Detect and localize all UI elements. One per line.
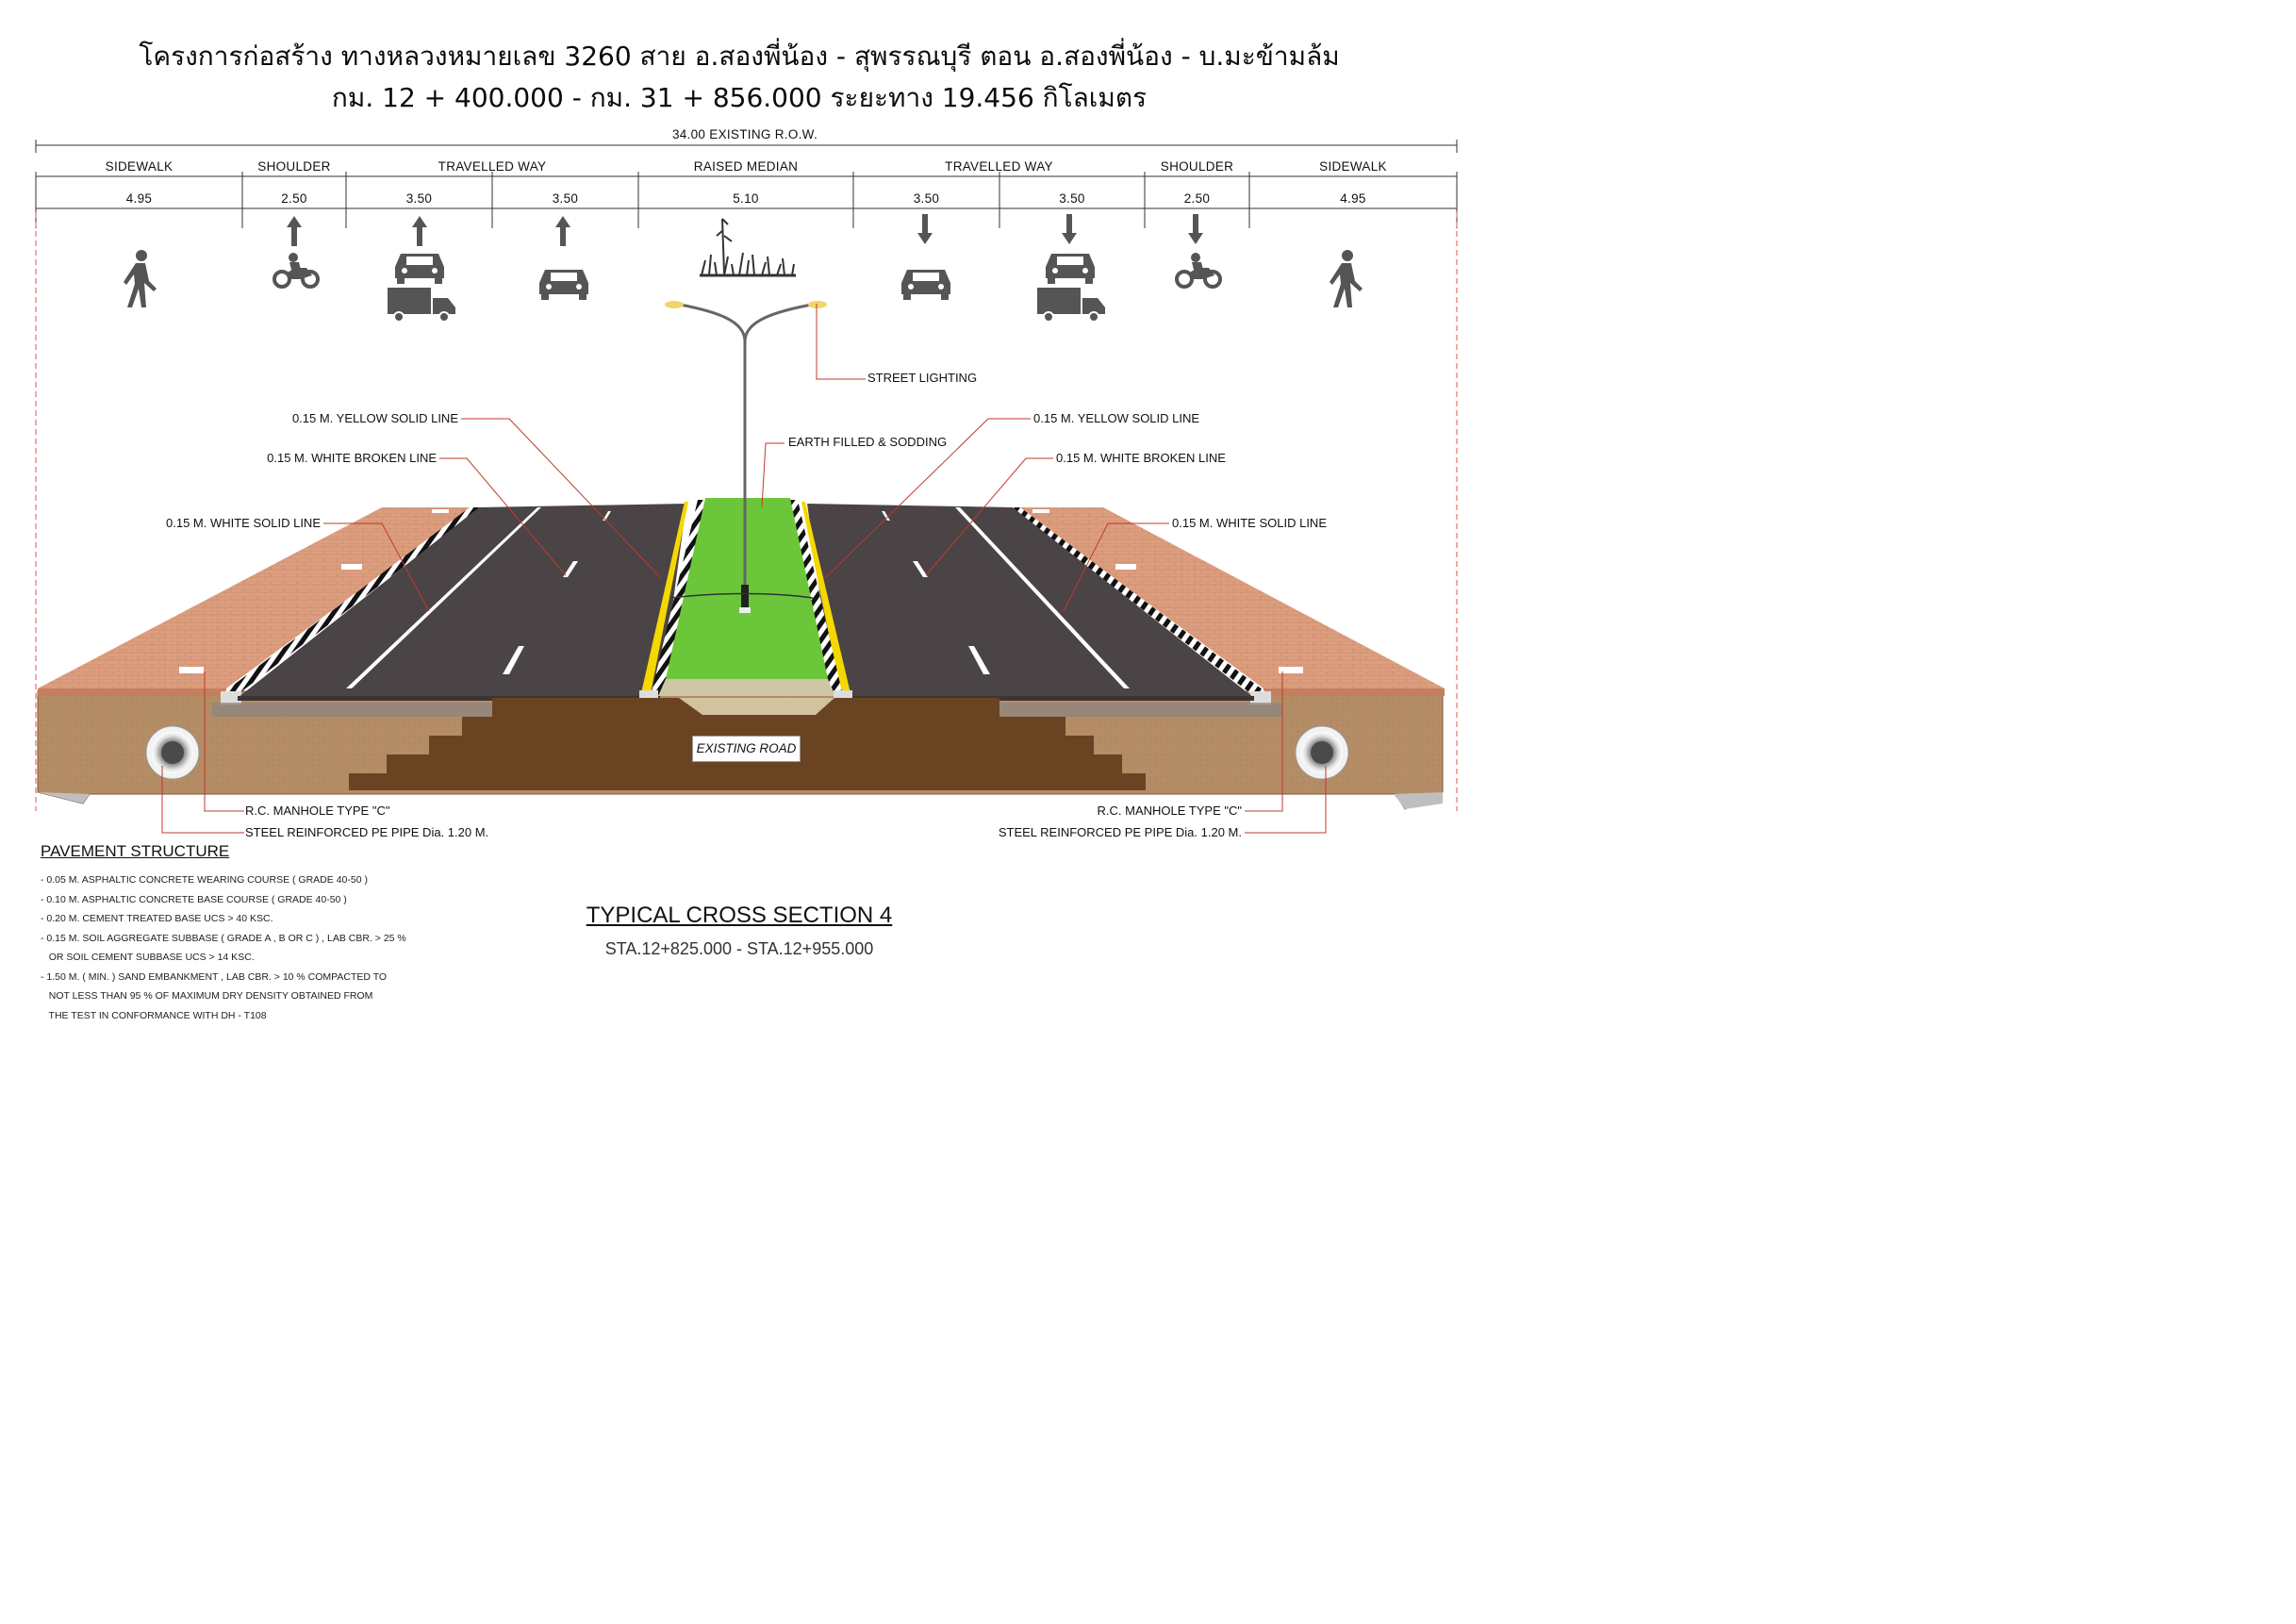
component-label: TRAVELLED WAY [438, 159, 547, 174]
width-label: 3.50 [406, 191, 432, 206]
pavement-layer: - 0.10 M. ASPHALTIC CONCRETE BASE COURSE… [41, 893, 347, 905]
arrow-up-icon [287, 216, 302, 246]
pipe-right [1295, 725, 1349, 780]
manhole-left-label: R.C. MANHOLE TYPE "C" [245, 804, 390, 818]
row-dimension: 34.00 EXISTING R.O.W. [35, 127, 1458, 153]
arrow-down-icon [1188, 214, 1203, 244]
pavement-layer: - 0.05 M. ASPHALTIC CONCRETE WEARING COU… [41, 874, 368, 886]
earth-filled-label: EARTH FILLED & SODDING [788, 435, 947, 449]
pavement-structure-title: PAVEMENT STRUCTURE [41, 842, 230, 860]
cross-section-diagram: 34.00 EXISTING R.O.W. SIDEWALK SHOULDER TR… [35, 127, 1458, 839]
width-label: 3.50 [553, 191, 578, 206]
white-broken-right-label: 0.15 M. WHITE BROKEN LINE [1056, 451, 1226, 465]
width-label: 3.50 [914, 191, 939, 206]
arrow-up-icon [412, 216, 427, 246]
component-header: SIDEWALK SHOULDER TRAVELLED WAY RAISED MEDI… [35, 159, 1458, 228]
truck-icon [388, 288, 455, 323]
white-solid-left-label: 0.15 M. WHITE SOLID LINE [166, 516, 321, 530]
street-lighting-label: STREET LIGHTING [867, 371, 977, 385]
pipe-left-label: STEEL REINFORCED PE PIPE Dia. 1.20 M. [245, 825, 488, 839]
width-label: 2.50 [1184, 191, 1210, 206]
section-station: STA.12+825.000 - STA.12+955.000 [604, 939, 874, 958]
car-icon [395, 254, 444, 284]
motorcycle-icon [273, 253, 320, 289]
pipe-right-label: STEEL REINFORCED PE PIPE Dia. 1.20 M. [999, 825, 1242, 839]
pavement-layer: THE TEST IN CONFORMANCE WITH DH - T108 [41, 1009, 267, 1021]
lane-icons [124, 214, 1363, 323]
white-broken-left-label: 0.15 M. WHITE BROKEN LINE [267, 451, 437, 465]
manhole-right-label: R.C. MANHOLE TYPE "C" [1098, 804, 1243, 818]
callout-lines [161, 304, 1327, 834]
road-model [37, 301, 1445, 810]
section-title-text: TYPICAL CROSS SECTION 4 [586, 903, 893, 928]
grass-icon [700, 218, 796, 277]
row-label: 34.00 EXISTING R.O.W. [672, 127, 818, 141]
pavement-structure-list: - 0.05 M. ASPHALTIC CONCRETE WEARING COU… [41, 870, 474, 1025]
car-icon [539, 270, 588, 300]
project-subtitle: กม. 12 + 400.000 - กม. 31 + 856.000 ระยะ… [331, 82, 1148, 113]
existing-road-label: EXISTING ROAD [692, 736, 801, 762]
pavement-layer: - 1.50 M. ( MIN. ) SAND EMBANKMENT , LAB… [41, 970, 388, 983]
arrow-down-icon [1062, 214, 1077, 244]
section-title: TYPICAL CROSS SECTION 4 [0, 903, 1478, 929]
width-label: 2.50 [281, 191, 306, 206]
width-label: 4.95 [1340, 191, 1365, 206]
component-label: SIDEWALK [1319, 159, 1387, 174]
width-label: 5.10 [733, 191, 758, 206]
white-solid-right-label: 0.15 M. WHITE SOLID LINE [1172, 516, 1327, 530]
pavement-layer: OR SOIL CEMENT SUBBASE UCS > 14 KSC. [41, 952, 255, 963]
pavement-layer: - 0.15 M. SOIL AGGREGATE SUBBASE ( GRADE… [41, 932, 406, 944]
pipe-left [145, 725, 200, 780]
component-label: SIDEWALK [106, 159, 173, 174]
component-label: SHOULDER [1161, 159, 1233, 174]
yellow-line-left-label: 0.15 M. YELLOW SOLID LINE [292, 411, 458, 425]
project-title: โครงการก่อสร้าง ทางหลวงหมายเลข 3260 สาย … [139, 41, 1340, 72]
motorcycle-icon [1175, 253, 1222, 289]
pavement-layer: NOT LESS THAN 95 % OF MAXIMUM DRY DENSIT… [41, 990, 373, 1002]
car-icon [901, 270, 950, 300]
component-labels: SIDEWALK SHOULDER TRAVELLED WAY RAISED MEDI… [106, 159, 1387, 174]
width-label: 3.50 [1059, 191, 1084, 206]
width-label: 4.95 [126, 191, 152, 206]
pavement-structure: PAVEMENT STRUCTURE - 0.05 M. ASPHALTIC C… [41, 842, 474, 1025]
pedestrian-icon [1330, 250, 1363, 307]
component-label: SHOULDER [257, 159, 330, 174]
yellow-line-right-label: 0.15 M. YELLOW SOLID LINE [1033, 411, 1199, 425]
pavement-layer: - 0.20 M. CEMENT TREATED BASE UCS > 40 K… [41, 913, 273, 924]
street-light [665, 301, 827, 613]
component-label: TRAVELLED WAY [945, 159, 1053, 174]
truck-icon [1037, 288, 1105, 323]
width-ticks [35, 172, 1458, 228]
pedestrian-icon [124, 250, 157, 307]
arrow-down-icon [917, 214, 933, 244]
car-icon [1046, 254, 1095, 284]
width-labels: 4.95 2.50 3.50 3.50 5.10 3.50 3.50 2.50 4.95 [126, 191, 1366, 206]
arrow-up-icon [555, 216, 570, 246]
component-label: RAISED MEDIAN [694, 159, 798, 174]
